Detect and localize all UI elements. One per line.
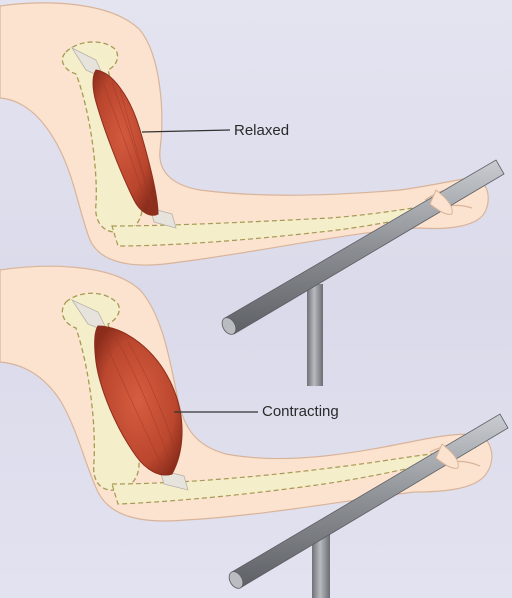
relaxed-label: Relaxed xyxy=(234,123,289,138)
contracting-label: Contracting xyxy=(262,404,339,419)
bar-post-top xyxy=(307,284,323,386)
